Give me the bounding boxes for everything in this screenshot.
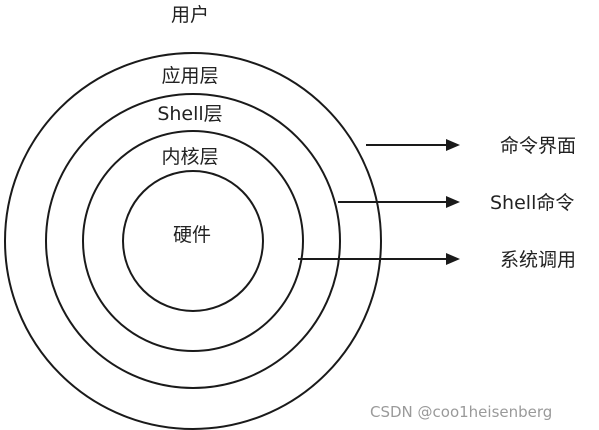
command-interface-arrowhead-icon	[446, 139, 460, 151]
shell-layer-label: Shell层	[157, 103, 222, 125]
hardware-label: 硬件	[173, 224, 211, 246]
kernel-layer-ring	[82, 130, 304, 352]
shell-command-label: Shell命令	[490, 192, 574, 214]
kernel-layer-label: 内核层	[161, 146, 218, 168]
system-call-arrowhead-icon	[446, 253, 460, 265]
shell-command-arrowhead-icon	[446, 196, 460, 208]
hardware-ring	[122, 170, 264, 312]
application-layer-ring	[4, 52, 382, 430]
system-call-label: 系统调用	[500, 249, 576, 271]
command-interface-label: 命令界面	[500, 135, 576, 157]
user-label: 用户	[171, 4, 209, 26]
application-layer-label: 应用层	[161, 65, 218, 87]
shell-layer-ring	[45, 93, 341, 389]
watermark-text: CSDN @coo1heisenberg	[370, 403, 552, 421]
